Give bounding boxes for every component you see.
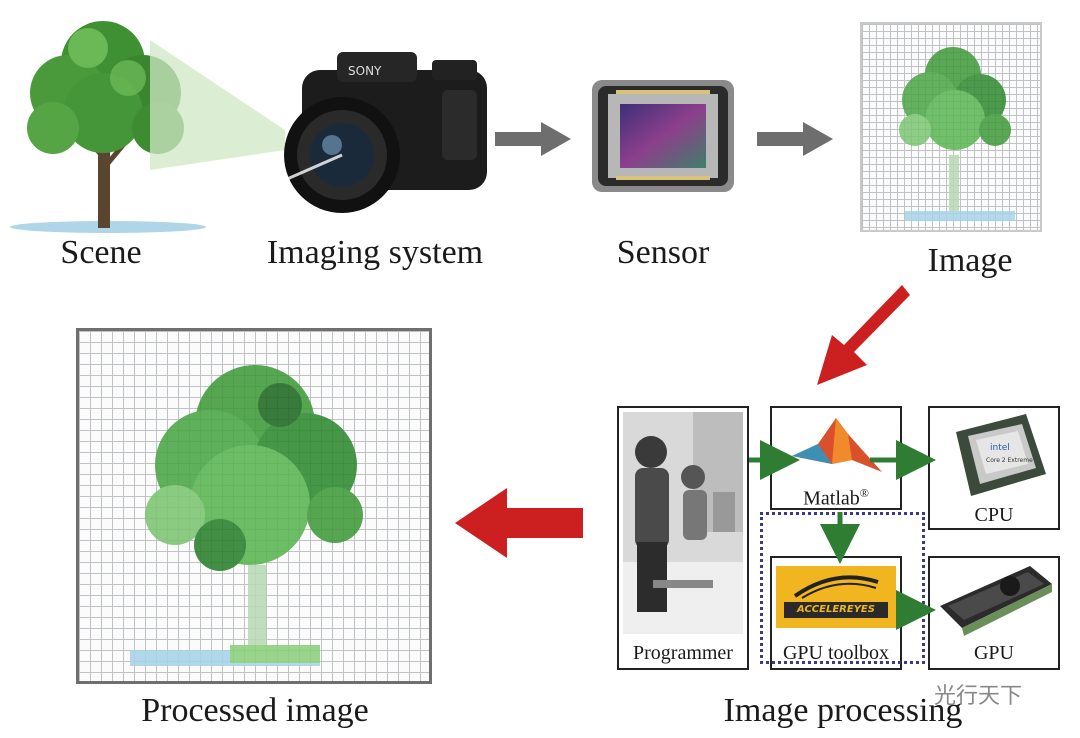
gpu-toolbox-label: GPU toolbox xyxy=(782,642,890,664)
sensor-label: Sensor xyxy=(616,234,710,271)
scene-label: Scene xyxy=(60,234,142,271)
matlab-logo-icon xyxy=(792,418,882,472)
sensor-chip xyxy=(592,80,734,192)
programmer-label: Programmer xyxy=(633,642,733,664)
camera-brand-text: SONY xyxy=(348,64,382,78)
arrow-camera-to-sensor xyxy=(495,122,571,156)
gpu-label: GPU xyxy=(973,642,1014,664)
matlab-text: Matlab xyxy=(803,487,860,510)
matlab-registered-mark: ® xyxy=(859,486,869,500)
programmer-panel: Programmer xyxy=(617,406,749,670)
image-label: Image xyxy=(927,242,1013,279)
arrow-image-to-processing xyxy=(817,285,910,385)
image-pixel-tree xyxy=(899,47,1015,221)
cpu-label: CPU xyxy=(974,504,1014,526)
gpu-card-icon xyxy=(940,566,1052,636)
programmer-photo xyxy=(623,412,743,634)
processing-connector-arrows xyxy=(749,440,936,630)
processed-image-label: Processed image xyxy=(141,692,369,729)
cpu-chip-icon: intel Core 2 Extreme xyxy=(956,414,1046,496)
watermark-text: 光行天下 xyxy=(934,684,1023,709)
arrow-sensor-to-image xyxy=(757,122,833,156)
cpu-model-text: Core 2 Extreme xyxy=(986,457,1033,464)
processed-image-pixel-tree xyxy=(130,365,363,666)
arrow-processing-to-processed xyxy=(455,488,583,558)
accelereyes-logo: ACCELEREYES xyxy=(776,566,896,628)
cpu-brand-text: intel xyxy=(990,443,1010,453)
gpu-panel: GPU xyxy=(928,556,1060,670)
gpu-toolbox-panel: ACCELEREYES GPU toolbox xyxy=(770,556,902,670)
matlab-label: Matlab® xyxy=(772,482,900,510)
cpu-panel: intel Core 2 Extreme CPU xyxy=(928,406,1060,530)
imaging-system-label: Imaging system xyxy=(266,234,484,271)
light-cone xyxy=(150,40,285,170)
accelereyes-wordmark: ACCELEREYES xyxy=(784,602,888,618)
image-processing-label: Image processing xyxy=(723,692,963,729)
camera-illustration: SONY xyxy=(262,52,487,213)
accelereyes-swoosh-icon xyxy=(793,575,879,599)
